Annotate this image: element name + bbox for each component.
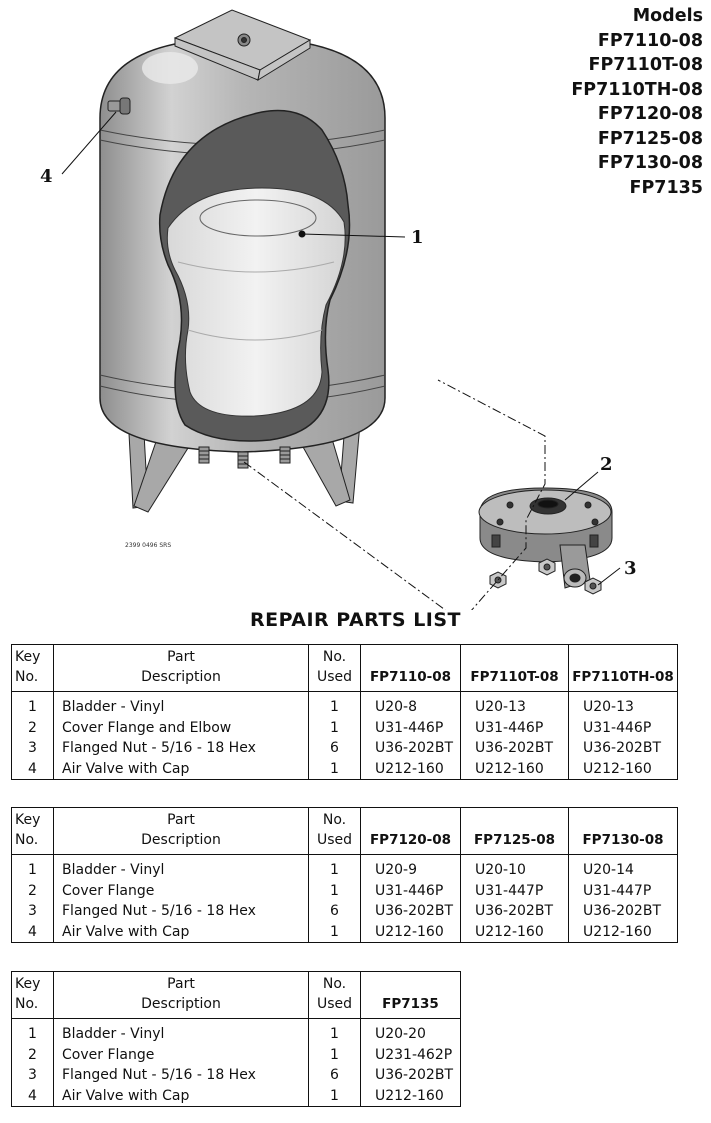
- used-header: No.Used: [308, 807, 361, 855]
- model-name: FP7135: [629, 177, 704, 198]
- callout-leaders: [61, 111, 621, 586]
- callout-1: 1: [411, 227, 424, 248]
- model-name: FP7130-08: [597, 153, 703, 173]
- model-header: FP7120-08: [360, 807, 461, 855]
- bottom-studs: [198, 446, 291, 469]
- model-header: FP7135: [360, 971, 461, 1019]
- models-heading: Models: [632, 6, 703, 26]
- callout-2: 2: [600, 454, 613, 475]
- top-bracket: [173, 9, 312, 82]
- cover-flange-elbow: [478, 487, 613, 589]
- bladder: [158, 109, 351, 442]
- model-name: FP7110-08: [597, 30, 703, 51]
- repair-parts-title: REPAIR PARTS LIST: [249, 609, 462, 631]
- used-header: No.Used: [308, 971, 361, 1019]
- model-name: FP7120-08: [597, 104, 703, 124]
- air-valve: [107, 97, 131, 115]
- model-header: FP7110-08: [360, 644, 461, 692]
- figure-code: 2399 0496 SRS: [125, 542, 171, 549]
- tank-exploded-diagram: 1 2 3 4 2399 0496 SRS: [40, 9, 637, 610]
- model-header: FP7110T-08: [460, 644, 569, 692]
- assembly-line: [243, 379, 546, 610]
- callout-3: 3: [624, 558, 637, 579]
- model-name: FP7125-08: [597, 128, 703, 149]
- model-name: FP7110TH-08: [571, 79, 703, 100]
- used-header: No.Used: [308, 644, 361, 692]
- models-list: Models FP7110-08 FP7110T-08 FP7110TH-08 …: [571, 4, 703, 200]
- model-header: FP7110TH-08: [568, 644, 678, 692]
- model-header: FP7125-08: [460, 807, 569, 855]
- callout-4: 4: [40, 166, 53, 187]
- model-name: FP7110T-08: [588, 55, 703, 75]
- model-header: FP7130-08: [568, 807, 678, 855]
